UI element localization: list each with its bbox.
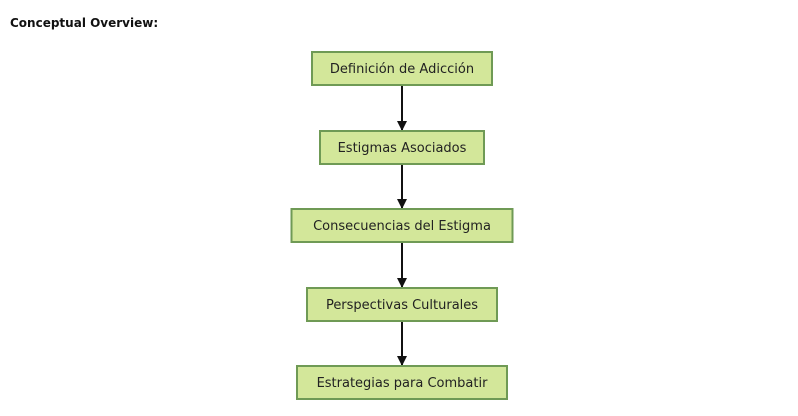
node-box [311, 51, 493, 86]
node-label: Consecuencias del Estigma [313, 219, 491, 234]
section-heading: Conceptual Overview: [10, 16, 159, 30]
node-label: Estigmas Asociados [338, 141, 467, 156]
node-box [306, 287, 498, 322]
node-label: Definición de Adicción [330, 62, 474, 77]
node-label: Perspectivas Culturales [326, 298, 478, 313]
flowchart-node: Perspectivas Culturales [306, 287, 498, 322]
flowchart-node: Estrategias para Combatir [296, 365, 508, 400]
node-box [296, 365, 508, 400]
node-label: Estrategias para Combatir [317, 376, 489, 391]
flowchart-node: Estigmas Asociados [319, 130, 485, 165]
node-box [319, 130, 485, 165]
flowchart-node: Consecuencias del Estigma [290, 208, 514, 243]
flowchart-node: Definición de Adicción [311, 51, 493, 86]
node-box [290, 208, 514, 243]
